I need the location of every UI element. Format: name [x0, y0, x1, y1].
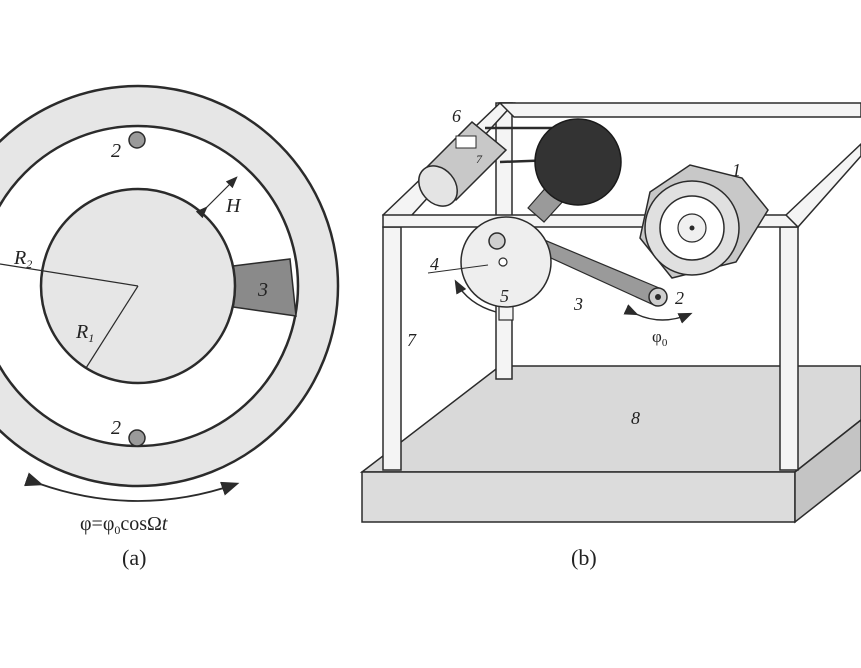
motor-end-cap — [418, 165, 458, 207]
label-rig-1: 1 — [732, 160, 741, 180]
label-angle-phi0: φ0 — [652, 327, 668, 349]
base-plate-front — [361, 471, 796, 523]
label-motor-6: 6 — [452, 106, 461, 126]
label-base-8: 8 — [631, 408, 640, 428]
label-ball-bottom: 2 — [111, 417, 121, 439]
disk-axle — [498, 257, 508, 267]
caption-b: (b) — [571, 545, 597, 570]
formula-oscillation: φ=φ0cosΩt — [80, 513, 168, 537]
label-r1: R1 — [75, 321, 94, 345]
label-frame-7: 7 — [407, 330, 417, 350]
radius-r2-line — [0, 263, 139, 287]
label-disk-5: 5 — [500, 286, 509, 306]
label-r2: R2 — [13, 247, 32, 271]
gap-h-dimension — [195, 176, 238, 219]
label-motor-7: 7 — [476, 152, 483, 166]
disk-rotation-arrow — [454, 279, 497, 313]
leader-crank — [427, 264, 489, 274]
frame-leg-front-left — [382, 226, 402, 471]
oscillation-arrow — [24, 472, 240, 502]
label-ball-top: 2 — [111, 140, 121, 162]
caption-a: (a) — [122, 545, 146, 570]
label-pivot-2: 2 — [675, 288, 684, 308]
crank-pin-4 — [488, 232, 506, 250]
diagram-a: 2 2 H R2 R1 3 φ=φ0cosΩt (a) — [0, 84, 340, 570]
ball-top — [128, 131, 146, 149]
pivot-2-pin — [655, 294, 661, 300]
base-plate-side — [794, 419, 861, 524]
frame-top-back-bar — [498, 102, 861, 118]
label-crank-4: 4 — [430, 254, 439, 274]
diagram-b: 6 7 1 2 3 4 5 7 8 φ0 (b) — [359, 102, 861, 570]
motor-controller — [455, 135, 477, 149]
label-gap-h: H — [225, 195, 242, 217]
label-rod-3: 3 — [573, 294, 583, 314]
pivot-rotation-arrow — [623, 304, 693, 324]
rig-center-dot — [689, 225, 695, 231]
flywheel — [534, 118, 622, 206]
frame-top-right-bar — [784, 142, 861, 229]
frame-leg-front-right — [779, 226, 799, 471]
radius-r1-line — [85, 285, 139, 369]
label-block-3: 3 — [257, 279, 268, 301]
ball-bottom — [128, 429, 146, 447]
